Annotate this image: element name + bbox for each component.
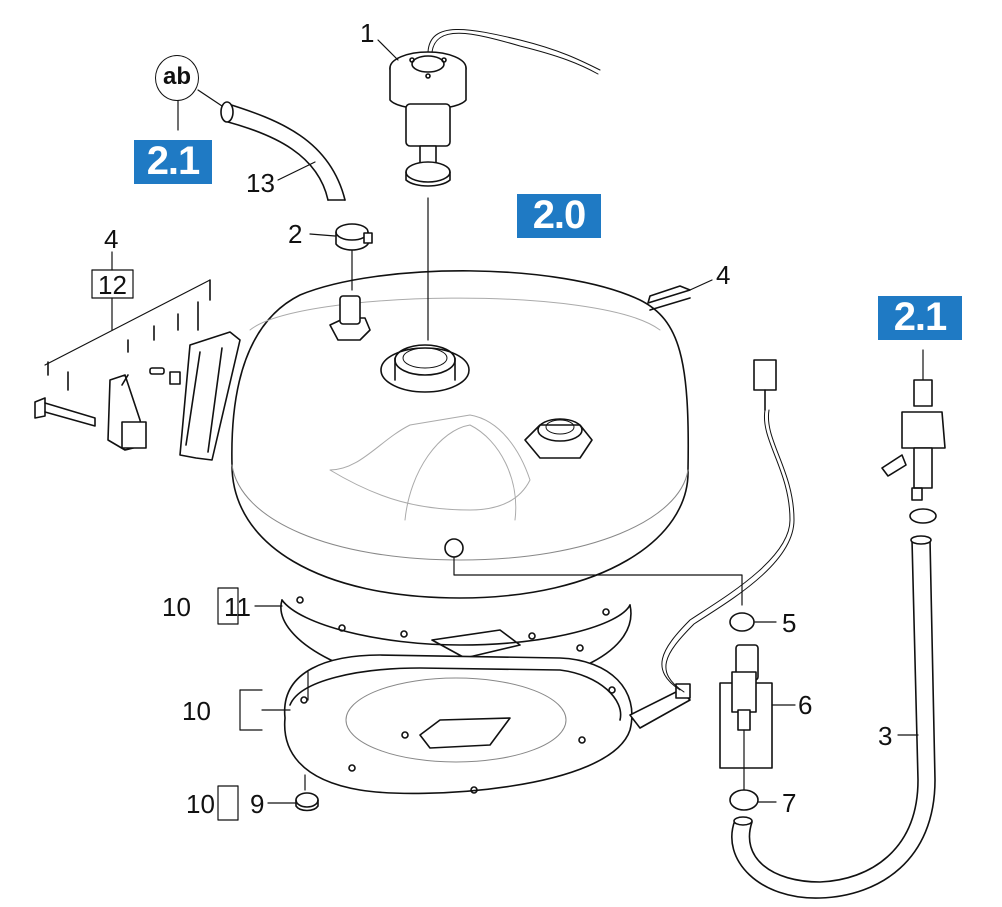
callout-9: 9 — [250, 789, 264, 819]
part-13-hose — [197, 89, 346, 201]
callout-1: 1 — [360, 18, 374, 48]
part-4-12-detail — [34, 251, 241, 461]
callout-7: 7 — [782, 788, 796, 818]
callout-10-a: 10 — [162, 592, 191, 622]
callout-3: 3 — [878, 721, 892, 751]
callout-6: 6 — [798, 690, 812, 720]
part-6-valve — [719, 644, 796, 791]
callout-13: 13 — [246, 168, 275, 198]
part-7-clamp — [729, 789, 777, 811]
part-2-clamp — [309, 223, 373, 291]
tank-housing — [231, 270, 743, 606]
callout-4-right: 4 — [716, 260, 730, 290]
callout-4-top: 4 — [104, 224, 118, 254]
callout-10-b: 10 — [182, 696, 211, 726]
bracket-lines — [217, 587, 239, 821]
part-10-base-plate — [239, 654, 691, 795]
reference-box-2-0: 2.0 — [517, 194, 601, 238]
part-9-plug — [267, 792, 319, 812]
callout-2: 2 — [288, 219, 302, 249]
reference-box-2-1-left: 2.1 — [134, 140, 212, 184]
part-1-sensor — [389, 29, 601, 341]
ab-badge: ab — [155, 55, 199, 101]
callout-10-c: 10 — [186, 789, 215, 819]
callout-5: 5 — [782, 608, 796, 638]
part-5-oring — [729, 612, 777, 632]
wire-harness — [661, 359, 795, 693]
right-fitting — [881, 349, 946, 524]
part-3-hose — [731, 535, 936, 899]
reference-box-2-1-right: 2.1 — [878, 296, 962, 340]
part-4-right-marker — [647, 279, 713, 311]
callout-12: 12 — [98, 270, 127, 300]
callout-11: 11 — [224, 592, 251, 622]
